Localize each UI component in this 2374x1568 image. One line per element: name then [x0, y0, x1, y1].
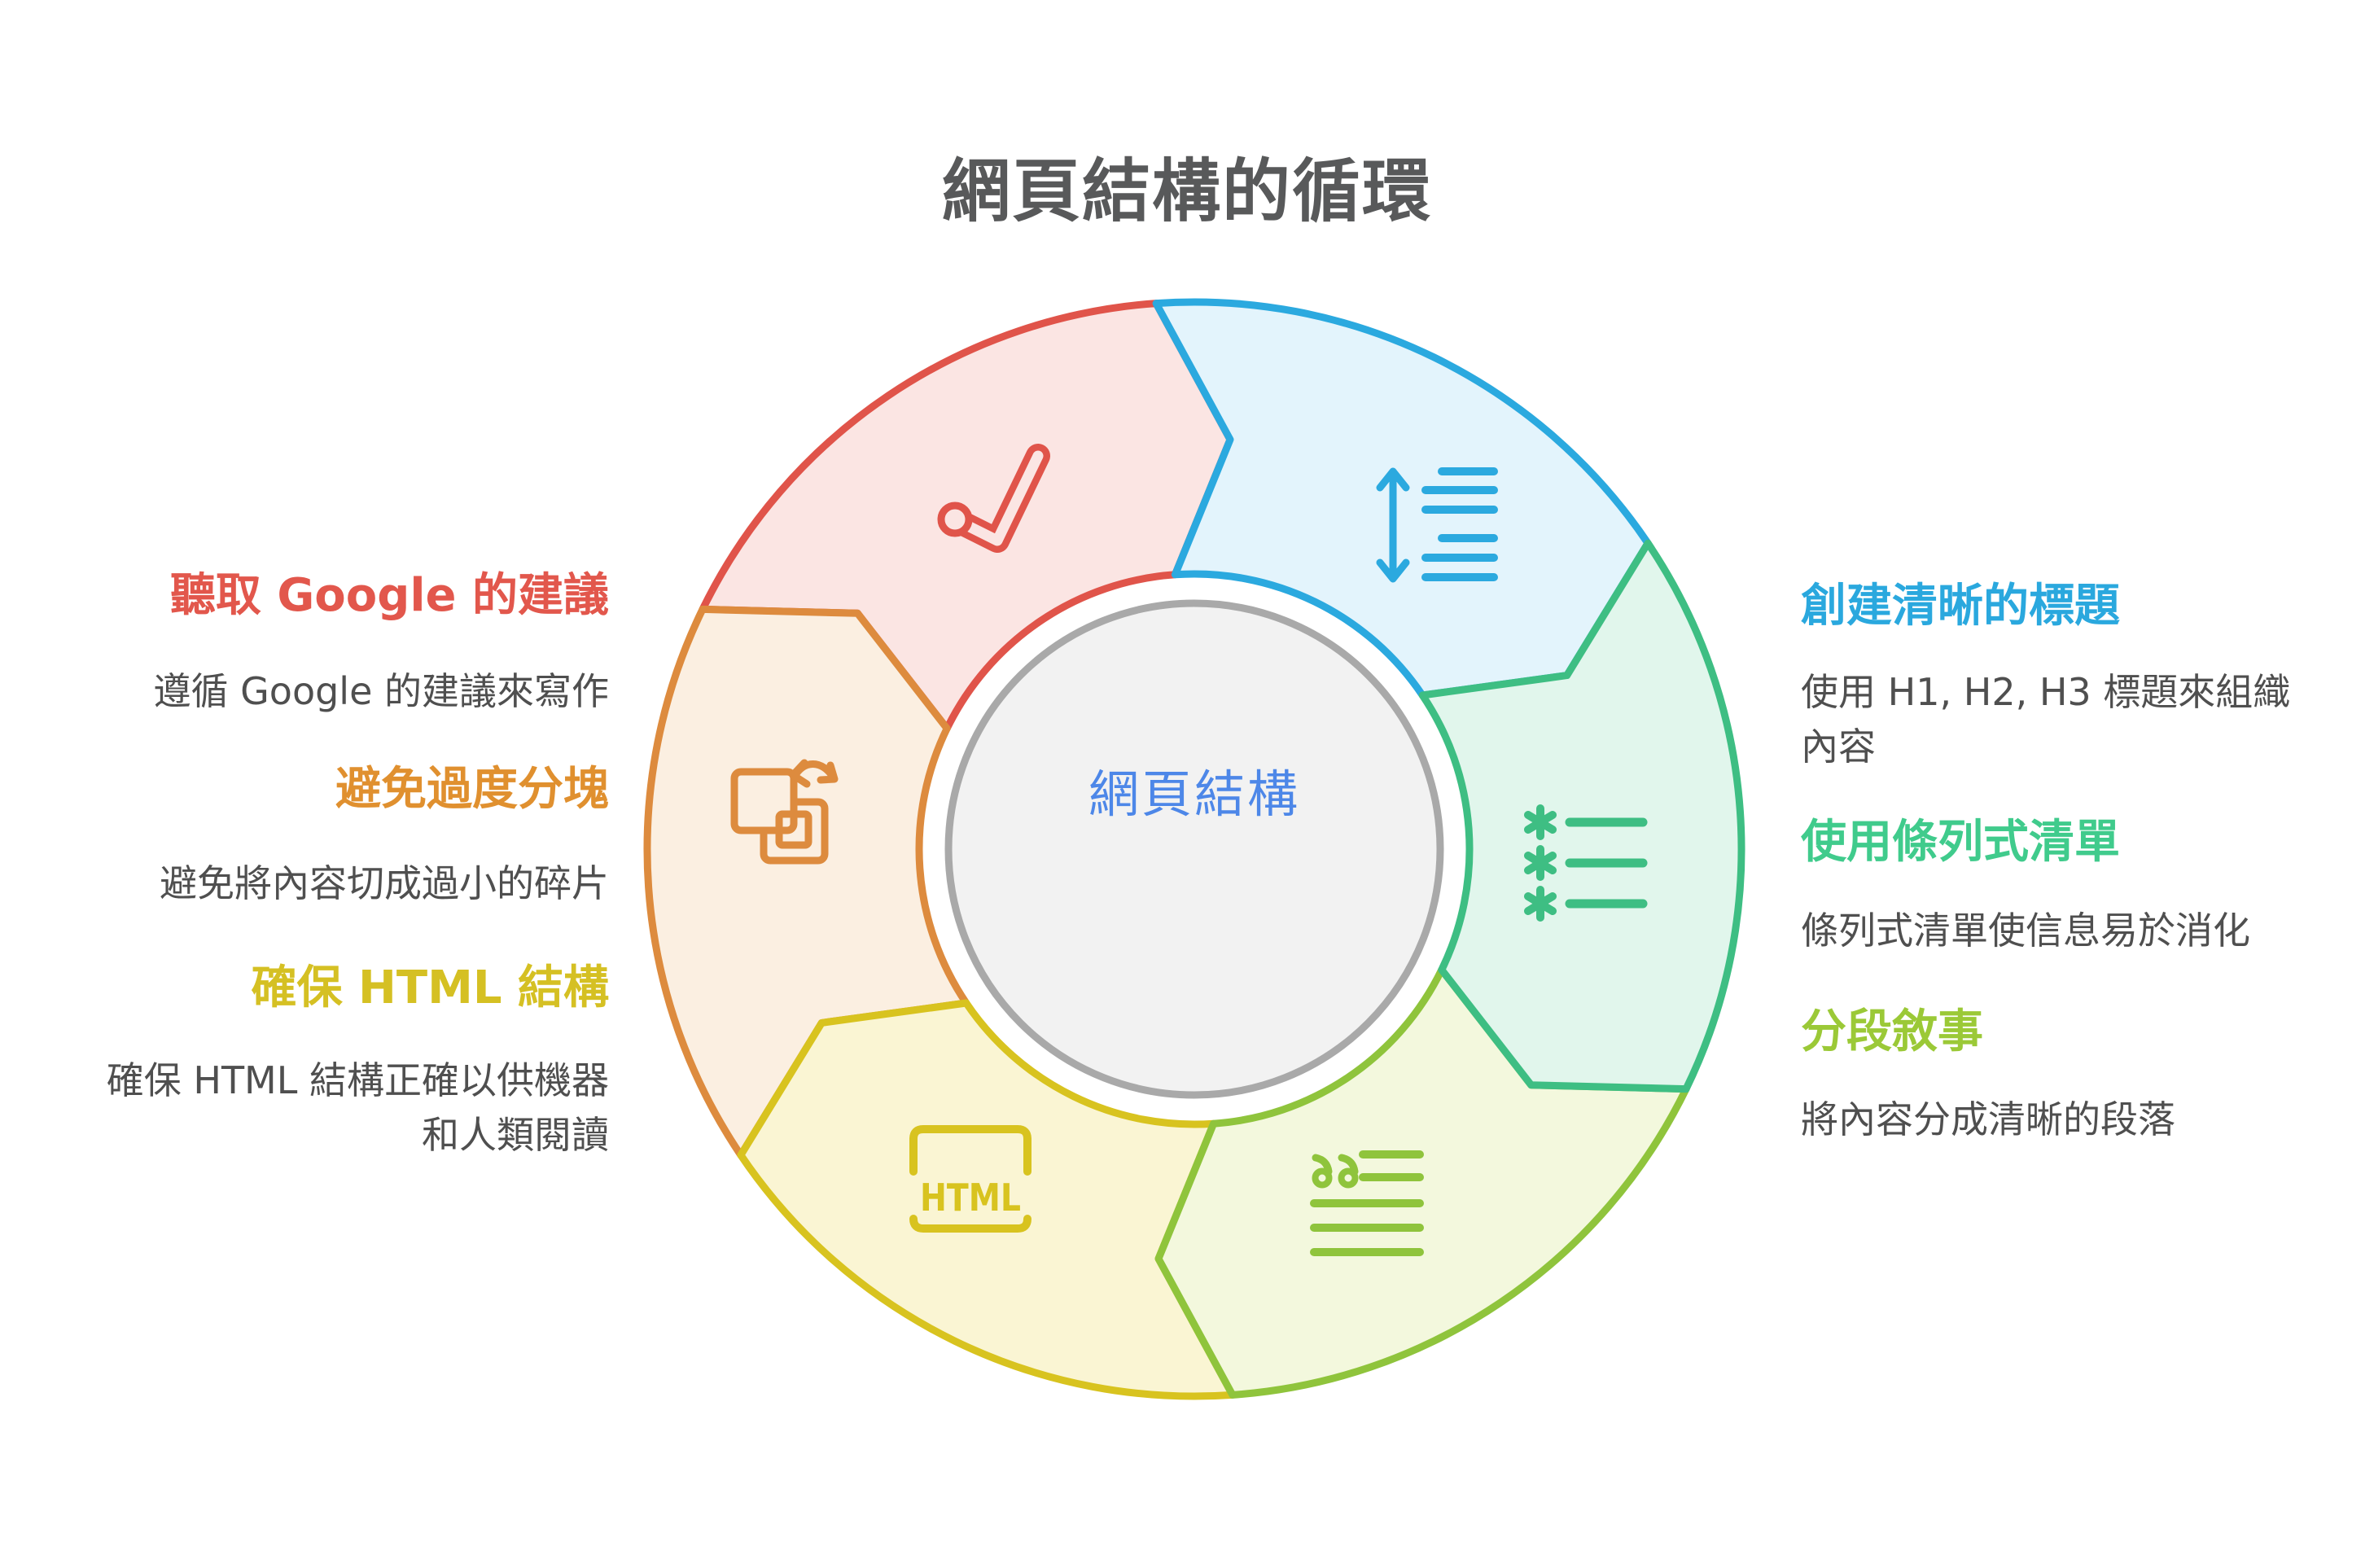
right-body-3: 將內容分成清晰的段落 [1801, 1097, 2175, 1141]
left-body-3: 確保 HTML 結構正確以供機器和人類閱讀 [106, 1058, 609, 1157]
center-circle [944, 599, 1444, 1099]
segment-avoid-over-chunking [643, 605, 970, 1159]
right-body-1: 使用 H1, H2, H3 標題來組織內容 [1801, 670, 2291, 769]
line-spacing-icon [1376, 467, 1498, 583]
right-body-2: 條列式清單使信息易於消化 [1801, 909, 2250, 953]
left-heading-1: 聽取 Google 的建議 [169, 569, 609, 622]
duplicate-swap-icon [730, 759, 839, 865]
left-heading-2: 避免過度分塊 [335, 763, 609, 816]
right-heading-3: 分段敘事 [1801, 1005, 1983, 1058]
segment-paragraph-narrative [1154, 966, 1690, 1399]
bullet-list-icon [1524, 804, 1648, 922]
segment-html-structure [737, 999, 1237, 1400]
quote-icon [1310, 1150, 1424, 1256]
left-body-2: 避免將內容切成過小的碎片 [160, 861, 609, 905]
center-label: 網頁結構 [1088, 764, 1300, 824]
left-heading-3: 確保 HTML 結構 [251, 961, 609, 1014]
right-heading-1: 創建清晰的標題 [1801, 580, 2120, 633]
segment-bullet-lists [1418, 539, 1745, 1093]
segment-clear-headings [1152, 298, 1652, 699]
check-icon [937, 444, 1050, 553]
right-heading-2: 使用條列式清單 [1801, 816, 2120, 869]
left-body-1: 遵循 Google 的建議來寫作 [153, 669, 609, 713]
html-tag-icon: HTML [909, 1125, 1032, 1233]
html-icon-text: HTML [920, 1176, 1021, 1220]
page-title: 網頁結構的循環 [941, 151, 1432, 231]
left-annotations: 聽取 Google 的建議遵循 Google 的建議來寫作避免過度分塊避免將內容… [98, 0, 609, 1568]
right-annotations: 創建清晰的標題使用 H1, H2, H3 標題來組織內容使用條列式清單條列式清單… [1801, 0, 2306, 1568]
